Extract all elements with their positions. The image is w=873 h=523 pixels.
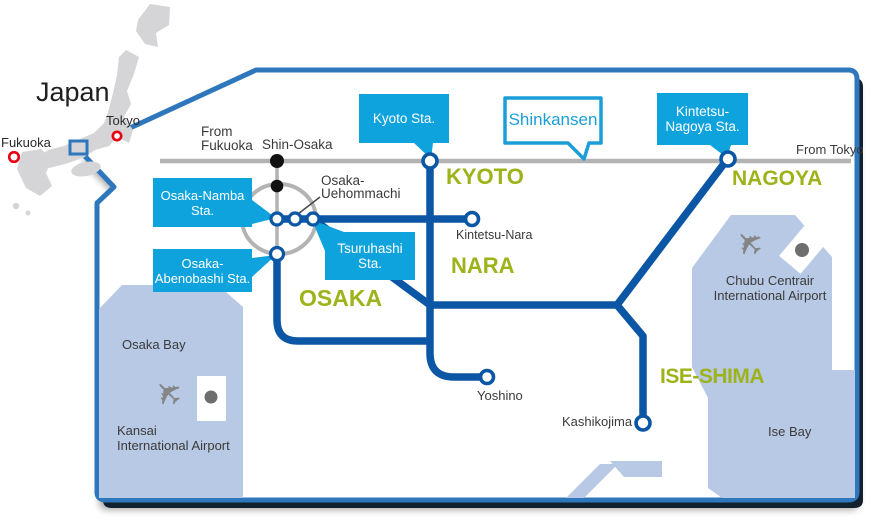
tsuruhashi-bubble	[312, 220, 415, 280]
station-circle-namba	[269, 211, 285, 227]
ise-bay-label: Ise Bay	[768, 424, 812, 439]
station-circle-kashikojima	[634, 414, 652, 432]
kashikojima-label: Kashikojima	[562, 414, 633, 429]
loop-top-dot	[270, 179, 284, 193]
namba-bubble-label: Osaka-Namba Sta.	[160, 187, 245, 218]
airport-marker-dot	[795, 243, 809, 257]
nagoya-bubble	[657, 93, 748, 158]
namba-bubble	[153, 178, 276, 227]
japan-label: Japan	[36, 77, 110, 107]
coast-fragment	[566, 464, 618, 498]
hokkaido-shape	[136, 4, 170, 47]
japan-silhouette	[7, 4, 170, 216]
region-label-kyoto: KYOTO	[446, 164, 524, 189]
station-circle-kintetsu-nara	[463, 210, 481, 228]
osaka-bay-water	[99, 285, 243, 498]
island-shape	[25, 210, 31, 216]
region-label-nara: NARA	[451, 253, 515, 278]
kansai-airport-label: Kansai International Airport	[117, 423, 230, 453]
station-circle-tsuruhashi	[305, 211, 321, 227]
region-label-osaka: OSAKA	[299, 285, 383, 311]
abenobashi-bubble-label: Osaka- Abenobashi Sta.	[154, 255, 251, 286]
shin-osaka-dot	[270, 154, 284, 168]
station-circle-nagoya	[719, 150, 737, 168]
station-circle-yoshino	[478, 368, 496, 386]
map-panel	[77, 67, 860, 503]
region-label-nagoya: NAGOYA	[732, 167, 823, 190]
abenobashi-line	[273, 257, 427, 345]
region-label-ise-shima: ISE-SHIMA	[660, 365, 765, 388]
tsuruhashi-bubble-label: Tsuruhashi Sta.	[337, 241, 403, 271]
kyoto-bubble	[359, 94, 449, 159]
coast-fragment	[610, 461, 662, 477]
shikoku-shape	[71, 161, 101, 177]
fukuoka-marker	[7, 150, 21, 164]
island-shape	[12, 202, 20, 210]
tokyo-marker	[111, 130, 123, 142]
ise-peninsula-land	[692, 215, 855, 498]
chubu-airport-marker	[779, 222, 829, 274]
tokyo-label: Tokyo	[106, 113, 140, 128]
kyoto-bubble-label: Kyoto Sta.	[372, 111, 436, 126]
station-circle-abenobashi	[268, 245, 286, 263]
station-circle-kyoto	[421, 152, 439, 170]
fukuoka-label: Fukuoka	[1, 135, 51, 150]
osaka-bay-label: Osaka Bay	[122, 337, 186, 352]
shinkansen-bubble	[503, 96, 603, 161]
kansai-airport-marker	[197, 376, 226, 421]
uehommachi-label: Osaka- Uehommachi	[321, 173, 401, 201]
from-fukuoka-label: From Fukuoka	[201, 124, 253, 153]
kintetsu-nara-label: Kintetsu-Nara	[456, 228, 533, 242]
from-tokyo-label: From Tokyo	[796, 142, 864, 157]
kyushu-shape	[17, 149, 52, 196]
shinkansen-bubble-label: Shinkansen	[508, 110, 598, 129]
uehommachi-pointer-line	[297, 196, 321, 215]
kyoto-yoshino-line	[426, 163, 481, 381]
nagoya-bubble-label: Kintetsu- Nagoya Sta.	[665, 104, 740, 134]
airport-marker-dot	[204, 390, 218, 404]
kansai-highlight-box	[68, 139, 89, 156]
abenobashi-bubble	[153, 249, 276, 292]
kashikojima-line	[614, 302, 647, 416]
chubu-airport-label: Chubu Centrair International Airport	[713, 273, 827, 303]
shin-osaka-label: Shin-Osaka	[262, 137, 333, 152]
yoshino-label: Yoshino	[477, 388, 523, 403]
station-circle-uehommachi	[287, 211, 303, 227]
